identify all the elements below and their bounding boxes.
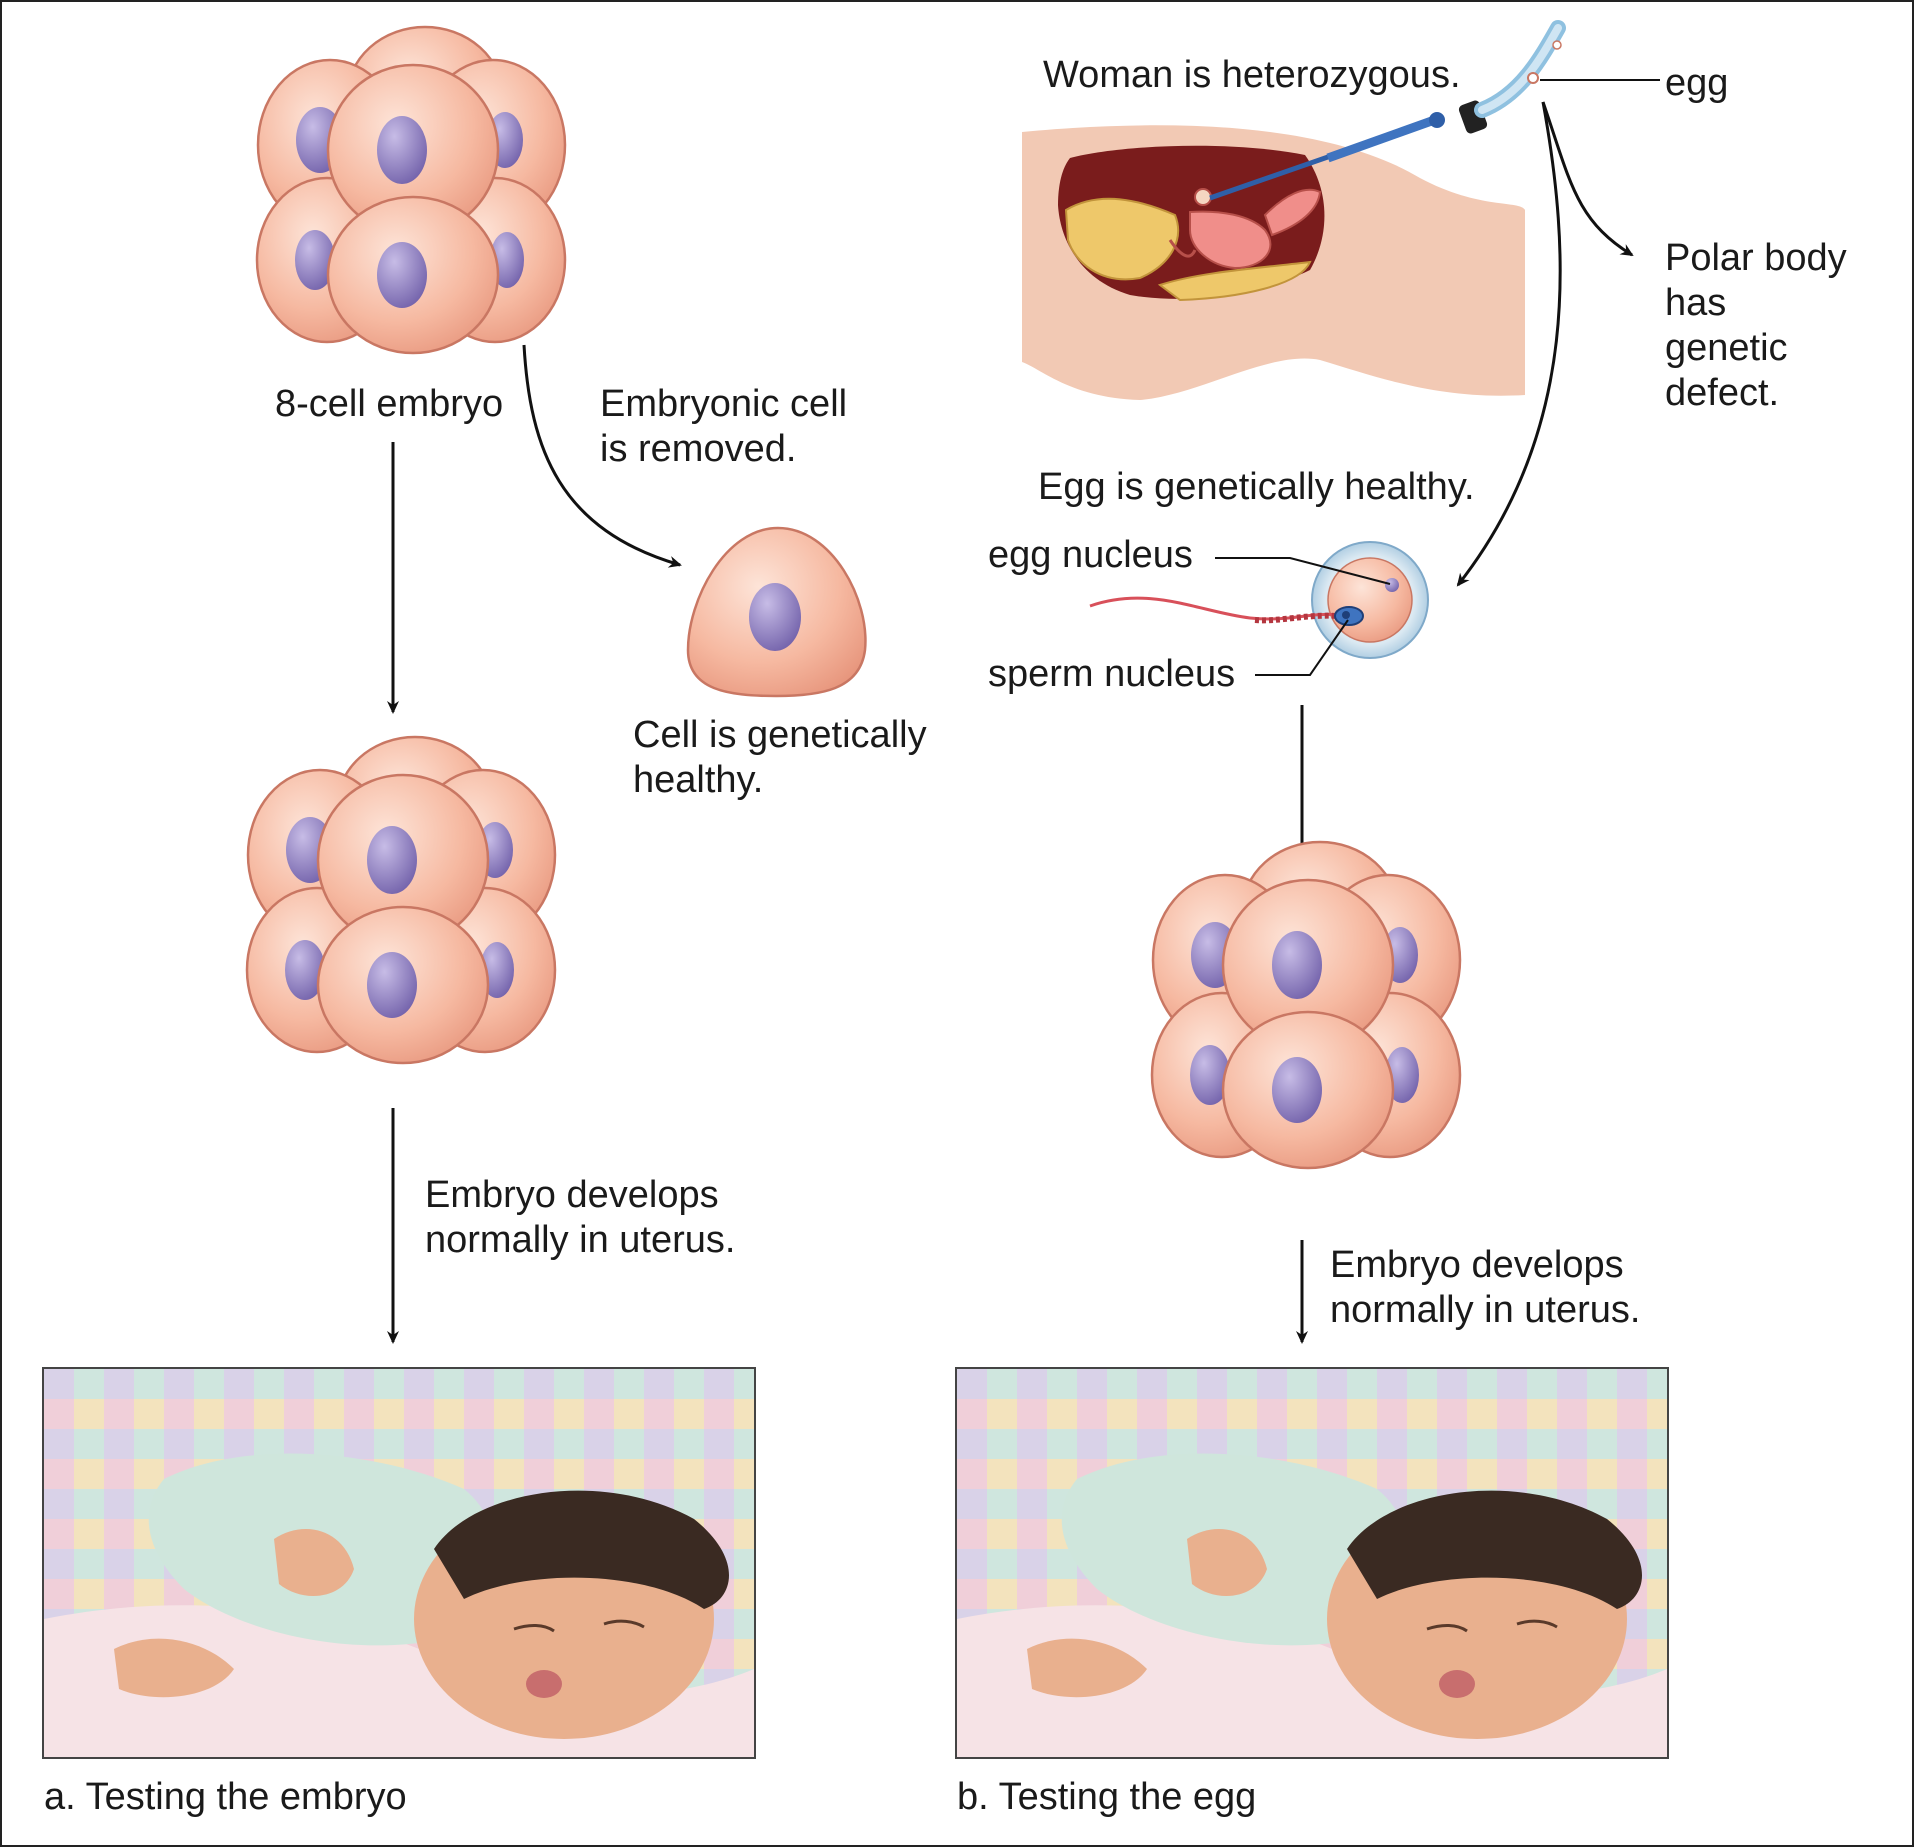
eight-cell-embryo-b	[1150, 840, 1462, 1170]
sperm-nucleus-label: sperm nucleus	[988, 653, 1236, 695]
eight-cell-embryo	[255, 25, 567, 355]
embryo-develops-label-b: Embryo develops normally in uterus.	[1330, 1244, 1641, 1331]
baby-photo-b	[955, 1367, 1669, 1759]
egg-label: egg	[1665, 62, 1729, 104]
caption-a: a. Testing the embryo	[44, 1776, 407, 1818]
cell-removed-label: Embryonic cell is removed.	[600, 383, 848, 470]
aspiration-needle	[1209, 20, 1566, 201]
removed-cell	[686, 526, 867, 698]
woman-heterozygous-label: Woman is heterozygous.	[1043, 54, 1461, 96]
arrow-cell-removed	[522, 344, 682, 568]
arrow-polar-body	[1541, 101, 1634, 257]
caption-b: b. Testing the egg	[957, 1776, 1257, 1818]
egg-nucleus-label: egg nucleus	[988, 534, 1193, 576]
embryo-develops-label-a: Embryo develops normally in uterus.	[425, 1174, 736, 1261]
arrow-to-egg	[1456, 101, 1562, 587]
polar-body-label: Polar body has genetic defect.	[1665, 237, 1847, 414]
sperm-nucleus-leader	[1255, 619, 1349, 676]
seven-cell-embryo	[245, 735, 557, 1065]
eight-cell-embryo-label: 8-cell embryo	[275, 383, 504, 425]
baby-photo-a	[42, 1367, 756, 1759]
egg-nucleus-leader	[1215, 557, 1391, 585]
cell-healthy-label: Cell is genetically healthy.	[633, 714, 927, 801]
woman-cutaway	[1022, 125, 1525, 400]
egg-healthy-label: Egg is genetically healthy.	[1038, 466, 1475, 508]
